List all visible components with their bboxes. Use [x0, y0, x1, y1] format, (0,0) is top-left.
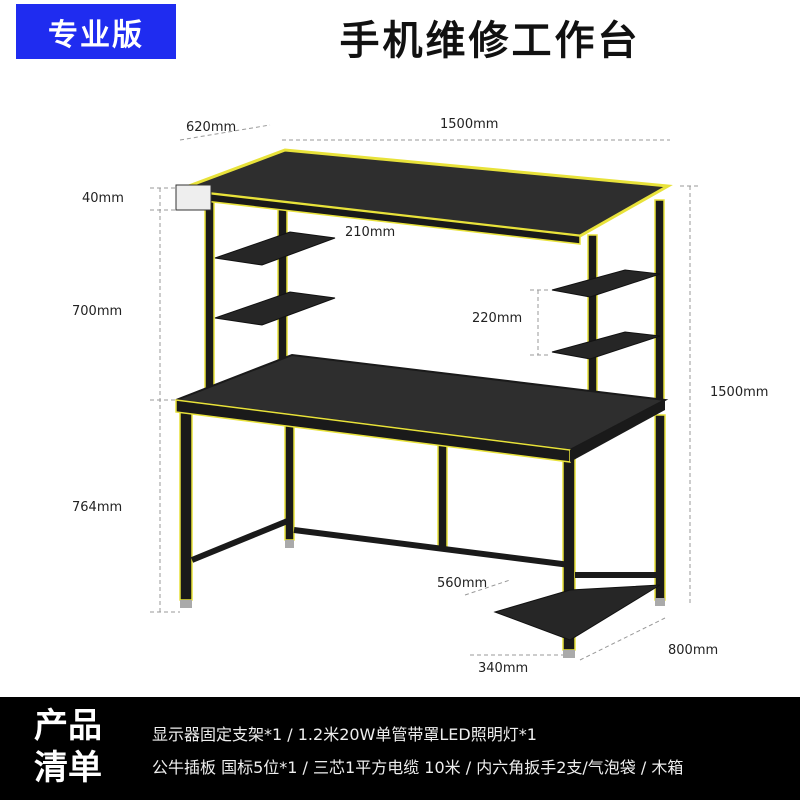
product-list-line-1: 显示器固定支架*1 / 1.2米20W单管带罩LED照明灯*1 [152, 725, 537, 744]
dim-thickness: 40mm [82, 191, 124, 206]
dim-shelf-gap-left: 210mm [345, 225, 396, 240]
edition-badge: 专业版 [16, 4, 176, 59]
dim-depth-top: 620mm [186, 120, 237, 135]
brand-plate [175, 184, 212, 211]
product-list-heading: 产品 清单 [34, 705, 114, 789]
dim-lower-height: 764mm [72, 500, 123, 515]
dim-depth-bottom: 800mm [668, 643, 719, 658]
dim-total-height: 1500mm [710, 385, 769, 400]
heading-line-2: 清单 [34, 748, 102, 788]
dim-shelf-gap-right: 220mm [472, 311, 523, 326]
product-list-line-2: 公牛插板 国标5位*1 / 三芯1平方电缆 10米 / 内六角扳手2支/气泡袋 … [152, 758, 684, 777]
heading-line-1: 产品 [34, 706, 102, 746]
page-title: 手机维修工作台 [339, 18, 641, 64]
workbench-illustration [150, 124, 700, 661]
dim-width-top: 1500mm [440, 117, 499, 132]
dim-foot-shelf-depth: 340mm [478, 661, 529, 676]
product-list-footer: 产品 清单 显示器固定支架*1 / 1.2米20W单管带罩LED照明灯*1 公牛… [0, 697, 800, 800]
dim-foot-shelf-width: 560mm [437, 576, 488, 591]
dim-upper-height: 700mm [72, 304, 123, 319]
